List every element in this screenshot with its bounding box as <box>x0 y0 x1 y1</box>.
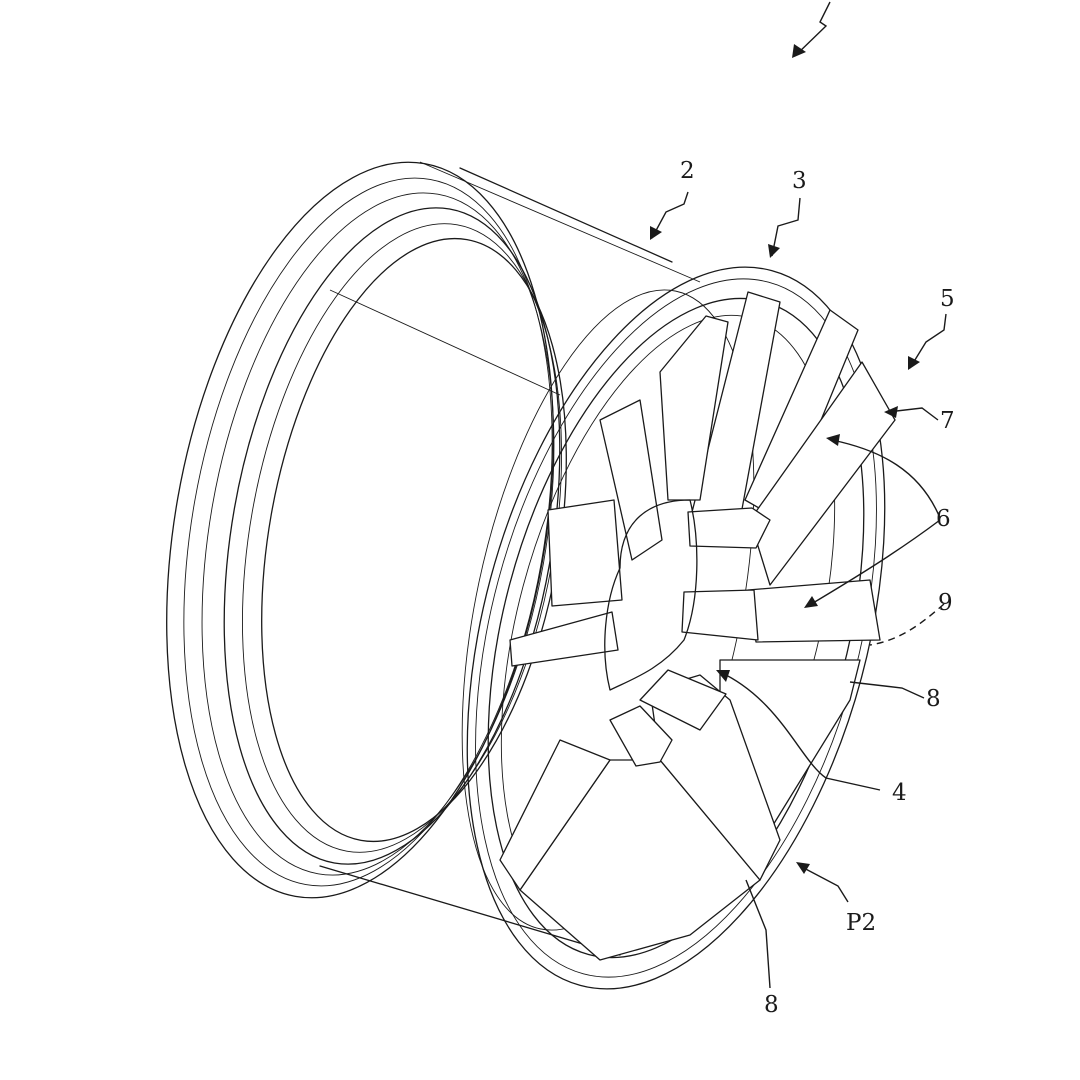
label-2: 2 <box>680 158 695 184</box>
reference-labels: 2 3 5 7 6 9 8 4 P2 8 <box>680 158 955 1018</box>
label-4: 4 <box>892 780 907 806</box>
label-p2: P2 <box>846 910 876 936</box>
label-5: 5 <box>940 286 955 312</box>
label-3: 3 <box>792 168 807 194</box>
label-8-right: 8 <box>926 686 941 712</box>
spokes <box>499 291 896 961</box>
label-6: 6 <box>936 506 951 532</box>
label-9: 9 <box>938 590 953 616</box>
leader-lines <box>650 191 947 989</box>
label-8-bottom: 8 <box>764 992 779 1018</box>
hub <box>604 499 698 691</box>
label-7: 7 <box>940 408 955 434</box>
rim-barrel <box>166 161 701 956</box>
figure-arrow <box>792 1 831 58</box>
